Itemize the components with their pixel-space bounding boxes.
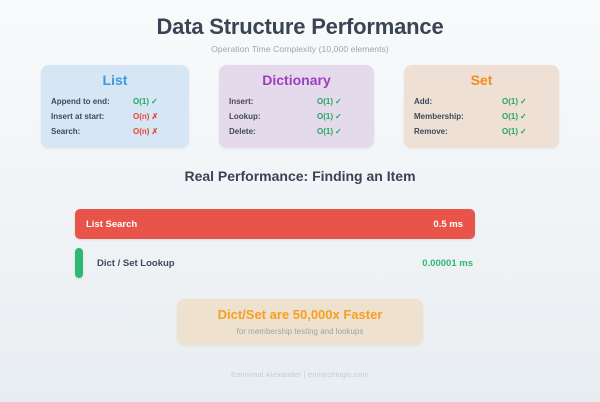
- header: Data Structure Performance Operation Tim…: [0, 0, 600, 54]
- operation-label: Lookup:: [229, 111, 261, 121]
- complexity-text: O(1): [317, 96, 333, 106]
- complexity-text: O(n): [133, 127, 150, 137]
- bar-label-dict-set-lookup: Dict / Set Lookup: [97, 257, 175, 269]
- section-title: Real Performance: Finding an Item: [184, 168, 416, 184]
- complexity-value: O(n)✗: [133, 124, 158, 139]
- bar-value-list-search: 0.5 ms: [433, 218, 463, 230]
- card-list: List Append to end: O(1)✓ Insert at star…: [41, 65, 189, 149]
- cross-icon: ✗: [151, 127, 159, 137]
- callout-box: Dict/Set are 50,000x Faster for membersh…: [177, 299, 423, 345]
- complexity-text: O(n): [133, 111, 150, 121]
- card-row: Insert: O(1)✓: [229, 94, 364, 109]
- callout-title: Dict/Set are 50,000x Faster: [217, 307, 383, 322]
- operation-label: Membership:: [414, 111, 464, 121]
- card-dictionary: Dictionary Insert: O(1)✓ Lookup: O(1)✓ D…: [219, 65, 374, 149]
- complexity-value: O(1)✓: [502, 94, 527, 109]
- check-icon: ✓: [335, 127, 342, 137]
- complexity-text: O(1): [502, 127, 518, 137]
- bar-value-dict-set-lookup: 0.00001 ms: [422, 257, 473, 269]
- complexity-value: O(1)✓: [502, 109, 527, 124]
- operation-label: Insert:: [229, 96, 254, 106]
- operation-label: Delete:: [229, 127, 256, 137]
- complexity-value: O(1)✓: [317, 94, 342, 109]
- check-icon: ✓: [151, 96, 158, 106]
- footer-credit: Emmimal Alexander | emitechlogic.com: [231, 370, 369, 379]
- card-title-set: Set: [470, 72, 493, 88]
- callout-subtitle: for membership testing and lookups: [236, 326, 364, 336]
- operation-label: Remove:: [414, 127, 448, 137]
- complexity-text: O(1): [317, 127, 333, 137]
- card-row: Delete: O(1)✓: [229, 124, 364, 139]
- card-title-dictionary: Dictionary: [262, 72, 331, 88]
- complexity-text: O(1): [502, 96, 518, 106]
- complexity-value: O(1)✓: [502, 124, 527, 139]
- check-icon: ✓: [520, 111, 527, 121]
- check-icon: ✓: [335, 111, 342, 121]
- check-icon: ✓: [335, 96, 342, 106]
- card-row: Remove: O(1)✓: [414, 124, 549, 139]
- bar-fill-list-search: [75, 209, 475, 239]
- complexity-value: O(1)✓: [133, 94, 158, 109]
- complexity-value: O(n)✗: [133, 109, 158, 124]
- complexity-value: O(1)✓: [317, 109, 342, 124]
- complexity-cards: List Append to end: O(1)✓ Insert at star…: [41, 65, 559, 149]
- card-set: Set Add: O(1)✓ Membership: O(1)✓ Remove:…: [404, 65, 559, 149]
- page-subtitle: Operation Time Complexity (10,000 elemen…: [211, 44, 389, 55]
- complexity-text: O(1): [133, 96, 149, 106]
- card-row: Insert at start: O(n)✗: [51, 109, 179, 124]
- cross-icon: ✗: [151, 111, 159, 121]
- complexity-text: O(1): [502, 111, 518, 121]
- page-title: Data Structure Performance: [156, 14, 444, 39]
- check-icon: ✓: [520, 127, 527, 137]
- card-row: Membership: O(1)✓: [414, 109, 549, 124]
- bar-row-list-search: List Search 0.5 ms: [75, 209, 475, 239]
- bar-row-dict-set-lookup: Dict / Set Lookup 0.00001 ms: [75, 248, 475, 278]
- card-title-list: List: [102, 72, 128, 88]
- complexity-value: O(1)✓: [317, 124, 342, 139]
- performance-bar-chart: List Search 0.5 ms Dict / Set Lookup 0.0…: [75, 209, 475, 287]
- card-row: Lookup: O(1)✓: [229, 109, 364, 124]
- bar-fill-dict-set-lookup: [75, 248, 83, 278]
- operation-label: Append to end:: [51, 96, 110, 106]
- card-row: Search: O(n)✗: [51, 124, 179, 139]
- operation-label: Insert at start:: [51, 111, 105, 121]
- operation-label: Add:: [414, 96, 433, 106]
- card-row: Append to end: O(1)✓: [51, 94, 179, 109]
- operation-label: Search:: [51, 127, 81, 137]
- complexity-text: O(1): [317, 111, 333, 121]
- check-icon: ✓: [520, 96, 527, 106]
- bar-label-list-search: List Search: [86, 218, 138, 230]
- card-row: Add: O(1)✓: [414, 94, 549, 109]
